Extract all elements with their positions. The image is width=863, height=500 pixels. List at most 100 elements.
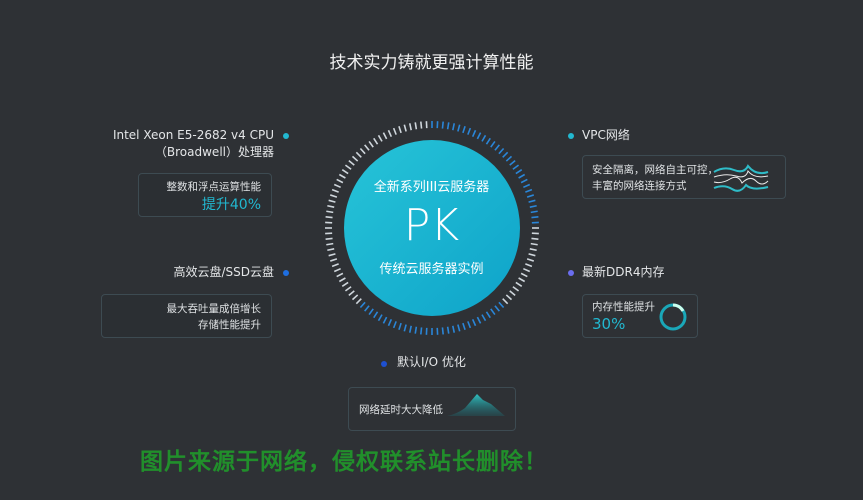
tick-mark (348, 290, 355, 296)
tick-ring (325, 121, 539, 335)
wave-chart-icon (713, 164, 769, 192)
tick-mark (490, 308, 496, 316)
tick-mark (526, 194, 535, 198)
center-top-text: 全新系列III云服务器 (373, 180, 490, 195)
io-label: 默认I/O 优化 (397, 355, 466, 369)
tick-mark (328, 253, 336, 257)
tick-mark (498, 147, 505, 155)
watermark: 图片来源于网络，侵权联系站长删除！ (140, 449, 548, 475)
tick-mark (328, 199, 336, 203)
tick-mark (526, 258, 535, 262)
tick-mark (515, 169, 523, 175)
cpu-dot (283, 133, 289, 139)
tick-mark (518, 277, 526, 283)
tick-mark (336, 178, 344, 184)
tick-mark (530, 242, 538, 246)
tick-mark (523, 183, 531, 189)
tick-mark (494, 144, 500, 151)
tick-mark (490, 140, 496, 148)
tick-mark (408, 325, 412, 333)
vpc-box: 安全隔离，网络自主可控，丰富的网络连接方式 (582, 155, 786, 199)
tick-mark (471, 129, 477, 137)
center-pk: PK (403, 200, 460, 251)
disk-label: 高效云盘/SSD云盘 (173, 265, 274, 279)
tick-mark (341, 281, 349, 287)
tick-mark (341, 169, 349, 175)
tick-mark (441, 327, 444, 335)
tick-mark (512, 164, 520, 170)
tick-mark (368, 308, 374, 316)
tick-mark (529, 248, 537, 252)
tick-mark (485, 311, 491, 319)
tick-mark (333, 183, 341, 189)
tick-mark (481, 134, 487, 142)
tick-mark (457, 124, 461, 132)
tick-mark (471, 319, 477, 327)
tick-mark (327, 204, 335, 208)
tick-mark (403, 124, 407, 132)
tick-mark (414, 122, 418, 130)
tick-mark (325, 237, 333, 240)
vpc-dot (568, 133, 574, 139)
ddr-box: 内存性能提升 30% (582, 294, 698, 338)
tick-mark (331, 188, 339, 193)
tick-mark (326, 210, 334, 214)
tick-mark (398, 125, 402, 134)
tick-mark (505, 294, 513, 301)
cpu-label: Intel Xeon E5-2682 v4 CPU（Broadwell）处理器 (112, 128, 274, 159)
tick-mark (382, 316, 388, 324)
tick-mark (502, 298, 509, 305)
tick-mark (525, 263, 533, 268)
tick-mark (355, 298, 362, 305)
pk-circle (344, 140, 520, 316)
tick-mark (387, 129, 393, 137)
tick-mark (528, 253, 536, 257)
tick-mark (531, 216, 539, 219)
vpc-label: VPC网络 (582, 128, 630, 142)
tick-mark (355, 151, 362, 158)
tick-mark (373, 137, 379, 145)
tick-mark (452, 123, 456, 131)
tick-mark (498, 301, 505, 309)
tick-mark (373, 311, 379, 319)
tick-mark (392, 321, 397, 329)
tick-mark (344, 286, 352, 292)
tick-mark (523, 267, 531, 273)
memory-ring-icon (659, 303, 687, 331)
tick-mark (531, 237, 539, 240)
tick-mark (457, 324, 461, 332)
page-title: 技术实力铸就更强计算性能 (329, 53, 534, 73)
tick-mark (414, 326, 418, 334)
tick-mark (368, 140, 374, 148)
tick-mark (348, 160, 355, 166)
tick-mark (326, 242, 334, 246)
tick-mark (420, 121, 423, 129)
tick-mark (462, 125, 466, 134)
tick-mark (462, 322, 466, 331)
center-bottom-text: 传统云服务器实例 (379, 262, 484, 277)
tick-mark (325, 216, 333, 219)
tick-mark (331, 263, 339, 268)
tick-mark (515, 281, 523, 287)
tick-mark (403, 324, 407, 332)
tick-mark (398, 322, 402, 331)
tick-mark (327, 248, 335, 252)
ddr-label: 最新DDR4内存 (582, 265, 665, 279)
tick-mark (338, 173, 346, 179)
tick-mark (329, 194, 338, 198)
tick-mark (520, 272, 528, 278)
tick-mark (505, 155, 513, 162)
tick-mark (530, 210, 538, 214)
ddr-dot (568, 270, 574, 276)
io-box: 网络延时大大降低 (348, 387, 516, 431)
tick-mark (494, 305, 500, 312)
tick-mark (377, 314, 383, 322)
tick-mark (476, 132, 482, 140)
tick-mark (509, 160, 516, 166)
tick-mark (529, 204, 537, 208)
tick-mark (446, 122, 450, 130)
tick-mark (502, 151, 509, 158)
tick-mark (333, 267, 341, 273)
io-dot (381, 361, 387, 367)
